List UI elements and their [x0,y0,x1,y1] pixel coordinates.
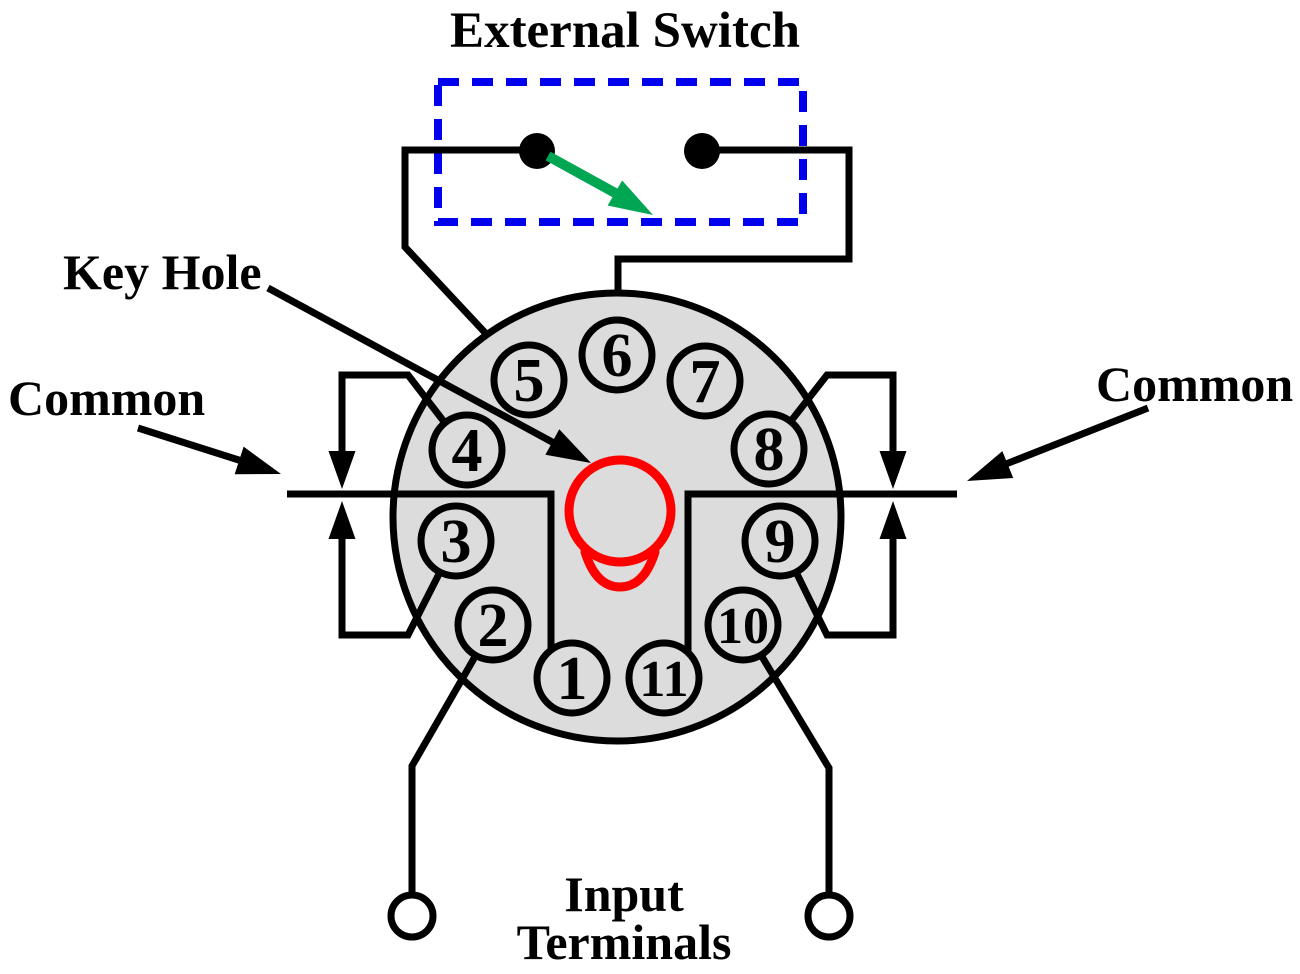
pin-2: 2 [454,586,532,664]
external-switch: External Switch [401,3,853,357]
input-terminals-label-line2: Terminals [517,914,732,970]
switch-contact-left [519,133,555,169]
pin-1-number: 1 [557,645,588,713]
socket-body: 1 2 3 4 5 6 7 8 [287,289,957,745]
pin-8-number: 8 [754,416,785,484]
common-rail-right [684,490,957,653]
input-wire-right [758,653,833,893]
pin-5: 5 [490,341,568,419]
common-left-arrowhead-icon [234,446,286,488]
switch-throw-line [545,151,620,199]
right-bracket-bottom [792,538,897,639]
common-rail-left [287,490,555,651]
left-bracket-top [338,371,448,453]
keyhole-annotation: Key Hole [63,244,598,476]
pin-7: 7 [666,342,744,420]
switch-contact-right [684,133,720,169]
right-down-arrowhead-icon [879,451,907,489]
common-annotation-right: Common [788,356,1293,639]
pin-4: 4 [428,411,506,489]
pin-11: 11 [625,639,703,717]
keyhole-circle [564,455,676,567]
keyhole [564,455,676,592]
input-terminals-label-line1: Input [564,866,684,922]
pin-5-number: 5 [514,347,545,415]
pin-3: 3 [417,502,495,580]
pin-3-number: 3 [441,508,472,576]
pin-8: 8 [730,410,808,488]
keyhole-notch [580,547,660,592]
pin-10-number: 10 [717,598,769,655]
pin-6: 6 [578,316,656,394]
input-terminals: Input Terminals [387,653,854,970]
common-left-leader-line [136,424,247,466]
left-bracket-bottom [338,538,444,639]
pin-6-number: 6 [602,322,633,390]
pin-1: 1 [533,639,611,717]
common-left-label: Common [8,370,205,426]
right-up-arrowhead-icon [879,501,907,539]
input-terminal-right [804,891,854,941]
pin-9-number: 9 [765,508,796,576]
pin-7-number: 7 [690,348,721,416]
input-terminal-left [387,891,437,941]
common-right-label: Common [1096,356,1293,412]
keyhole-label: Key Hole [63,244,262,300]
keyhole-leader-line [266,284,556,447]
external-switch-title: External Switch [450,3,800,59]
switch-wire-right [614,146,853,321]
pin-2-number: 2 [478,592,509,660]
pin-10: 10 [704,586,782,664]
pin-11-number: 11 [639,651,688,708]
common-annotation-left: Common [8,370,448,639]
left-down-arrowhead-icon [328,451,356,489]
right-bracket-top [788,371,897,453]
input-wire-left [408,653,480,893]
external-switch-dashed-box [434,78,807,226]
switch-wire-left [401,146,537,357]
left-up-arrowhead-icon [328,501,356,539]
pin-9: 9 [741,502,819,580]
common-right-arrowhead-icon [961,451,1014,495]
pin-4-number: 4 [452,417,483,485]
common-right-leader-line [1004,404,1150,468]
